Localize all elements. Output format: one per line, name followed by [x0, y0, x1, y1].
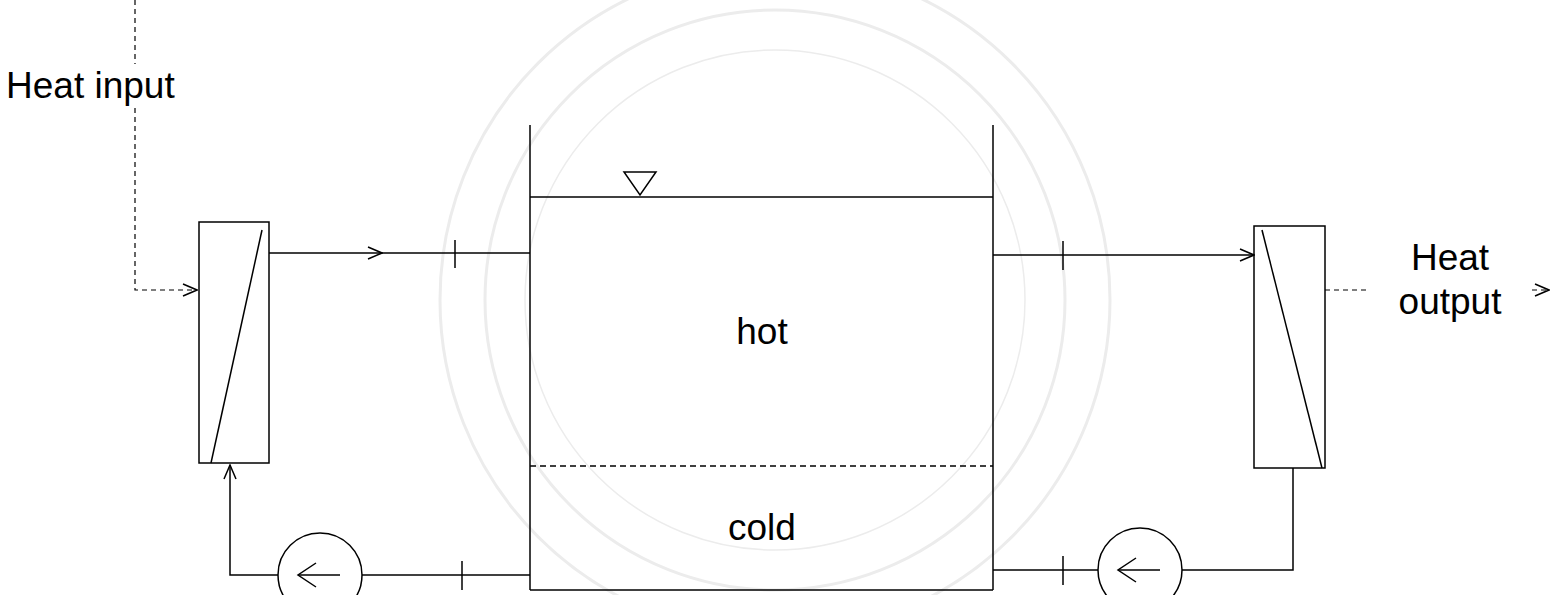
pump-symbol — [278, 533, 362, 595]
storage-tank — [530, 125, 993, 590]
watermark-seal — [440, 0, 1110, 595]
hot-zone: hot — [532, 199, 992, 465]
pipe — [230, 240, 1293, 590]
zone-label: cold — [728, 506, 796, 550]
zone-label: hot — [736, 310, 787, 354]
heat-exchanger — [1254, 226, 1325, 468]
heat-exchanger — [199, 222, 269, 463]
cold-zone: cold — [532, 468, 992, 588]
heat-output-label: Heat output — [1368, 236, 1532, 325]
heat-flow-line — [135, 0, 1549, 290]
heat-input-label: Heat input — [4, 64, 177, 108]
pump-symbol — [1098, 528, 1182, 595]
water-level-symbol — [624, 172, 656, 195]
